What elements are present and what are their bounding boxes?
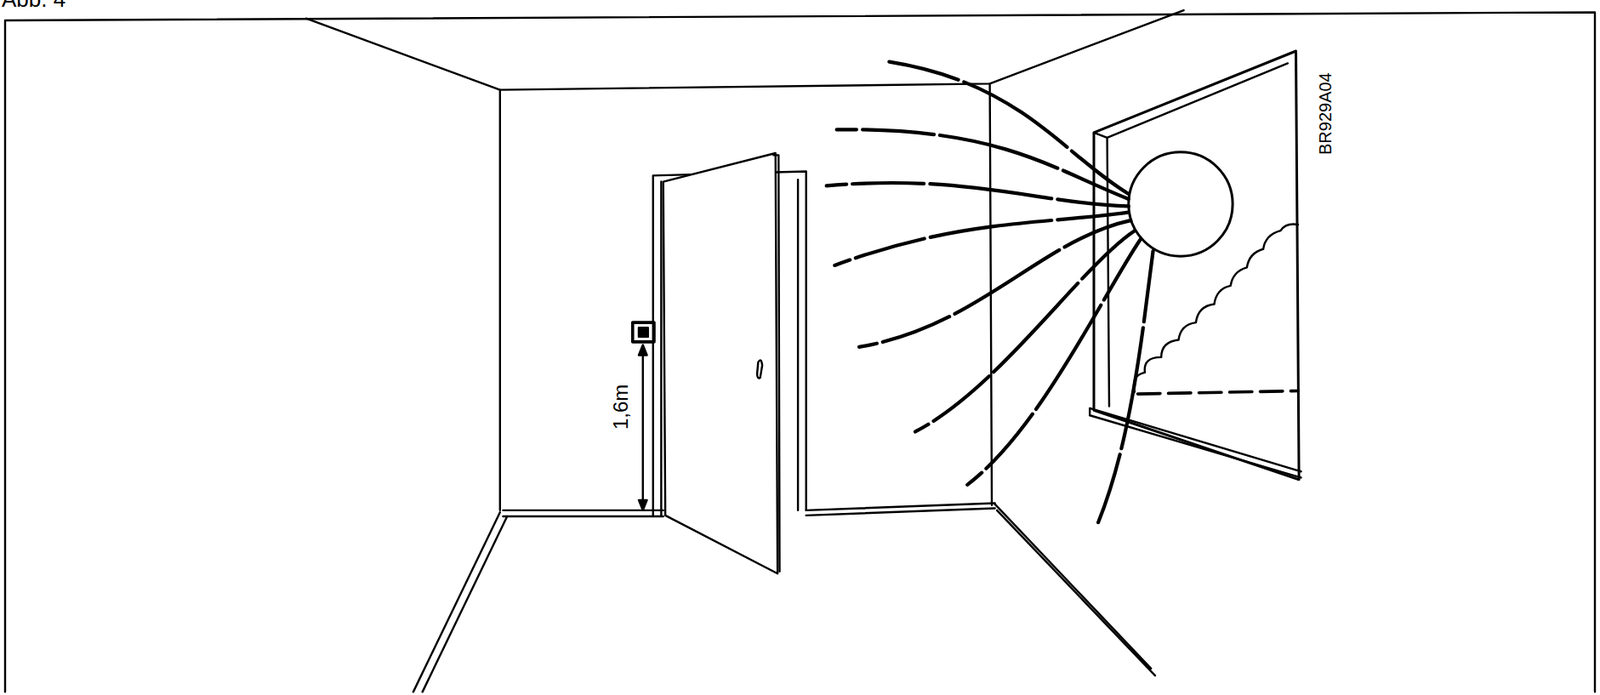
dimension-label: 1,6m [610, 384, 632, 430]
figure-number: Abb. 4 [1, 0, 66, 11]
drawing-code: BR929A04 [1316, 72, 1334, 155]
